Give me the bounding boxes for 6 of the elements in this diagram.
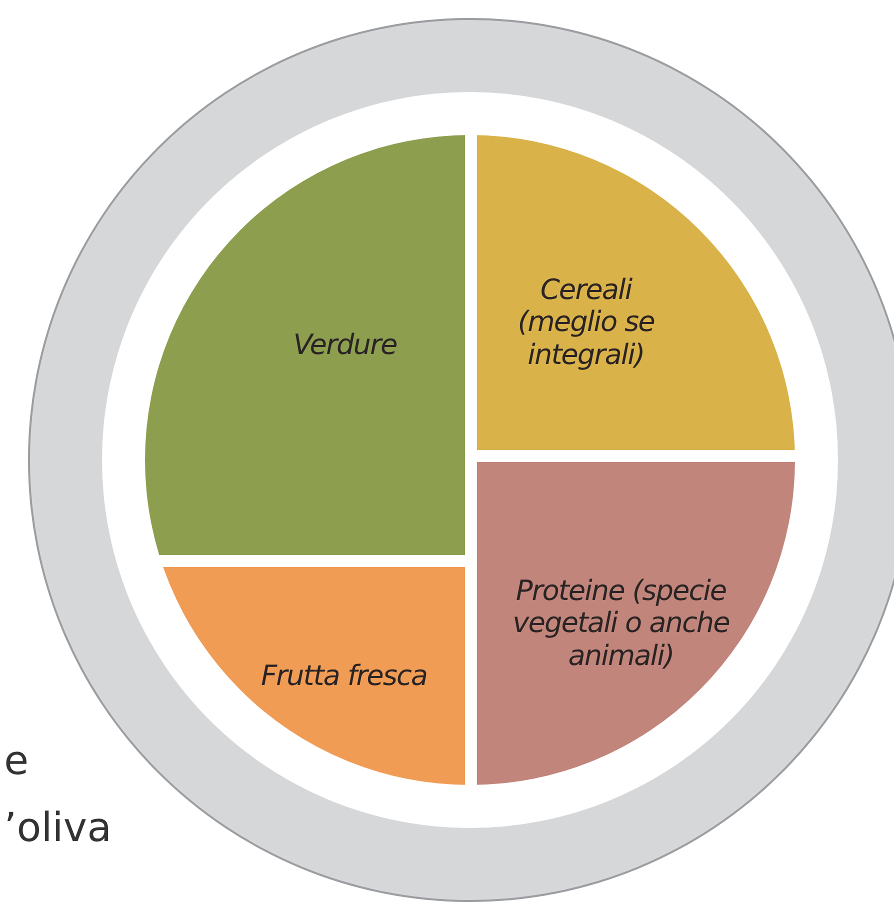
cut-off-text: ’oliva <box>4 805 112 851</box>
section-label: Cereali (meglio se integrali) <box>516 274 656 371</box>
section-label: Verdure <box>293 328 397 362</box>
cut-off-text: e <box>4 738 29 784</box>
section-label: Proteine (specie vegetali o anche animali) <box>512 575 730 672</box>
section-label: Frutta fresca <box>260 660 428 692</box>
